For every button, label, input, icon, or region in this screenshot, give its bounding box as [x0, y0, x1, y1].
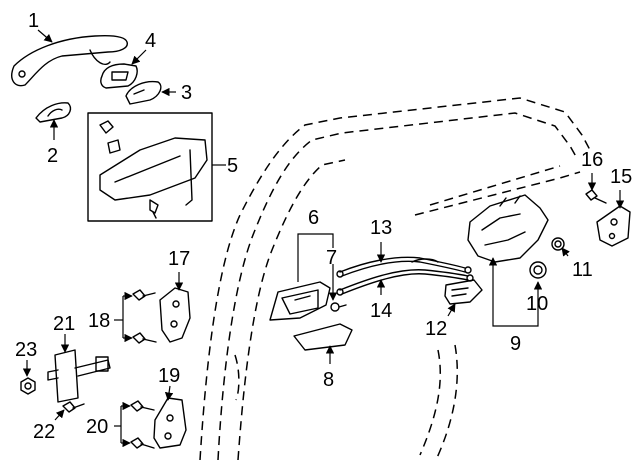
striker-screw-part: [585, 189, 607, 204]
seal-ring-part: [551, 237, 565, 251]
callout-12: 12: [425, 318, 447, 340]
callout-labels: 1 2 3 4 5 6 7 8 9 10 11 12 13 14 15 16 1…: [15, 10, 632, 443]
callout-13: 13: [370, 217, 392, 239]
callout-21: 21: [53, 313, 75, 335]
door-check-part: [47, 349, 111, 403]
callout-22: 22: [33, 421, 55, 443]
callout-23: 23: [15, 339, 37, 361]
striker-part: [596, 205, 631, 247]
lower-hinge-part: [153, 397, 187, 449]
door-check-nut-part: [20, 377, 36, 395]
callout-14: 14: [370, 300, 392, 322]
handle-frame-detail-box: [87, 112, 213, 222]
leader-lines: [22, 29, 625, 448]
release-cable-part: [336, 258, 474, 296]
callout-2: 2: [47, 145, 58, 167]
door-frame-outline: [199, 97, 591, 461]
cylinder-cover-part: [100, 63, 138, 89]
handle-bezel-part: [35, 102, 72, 123]
inside-handle-screw-part: [330, 302, 347, 312]
callout-15: 15: [610, 166, 632, 188]
handle-frame-part: [99, 120, 208, 219]
lock-cable-part: [336, 256, 472, 278]
grommet-part: [529, 261, 547, 279]
inside-bezel-part: [293, 323, 353, 351]
lock-switch-part: [444, 279, 483, 305]
callout-9: 9: [510, 333, 521, 355]
callout-8: 8: [323, 369, 334, 391]
callout-11: 11: [572, 259, 593, 281]
callout-18: 18: [88, 310, 110, 332]
outside-handle-part: [11, 34, 128, 87]
handle-cover-part: [125, 80, 162, 105]
inside-handle-part: [269, 281, 331, 321]
callout-7: 7: [326, 247, 337, 269]
callout-6: 6: [308, 207, 319, 229]
lower-hinge-bolt-part: [130, 400, 155, 449]
callout-20: 20: [86, 416, 108, 438]
callout-3: 3: [181, 82, 192, 104]
callout-17: 17: [168, 248, 190, 270]
callout-4: 4: [145, 30, 156, 52]
door-lock-actuator-part: [467, 194, 549, 263]
callout-19: 19: [158, 365, 180, 387]
upper-hinge-bolt-part: [132, 289, 157, 344]
callout-1: 1: [28, 10, 39, 32]
callout-16: 16: [581, 149, 603, 171]
upper-hinge-part: [159, 287, 191, 343]
callout-5: 5: [227, 155, 238, 177]
door-check-bolt-part: [62, 401, 85, 413]
callout-10: 10: [526, 293, 548, 315]
